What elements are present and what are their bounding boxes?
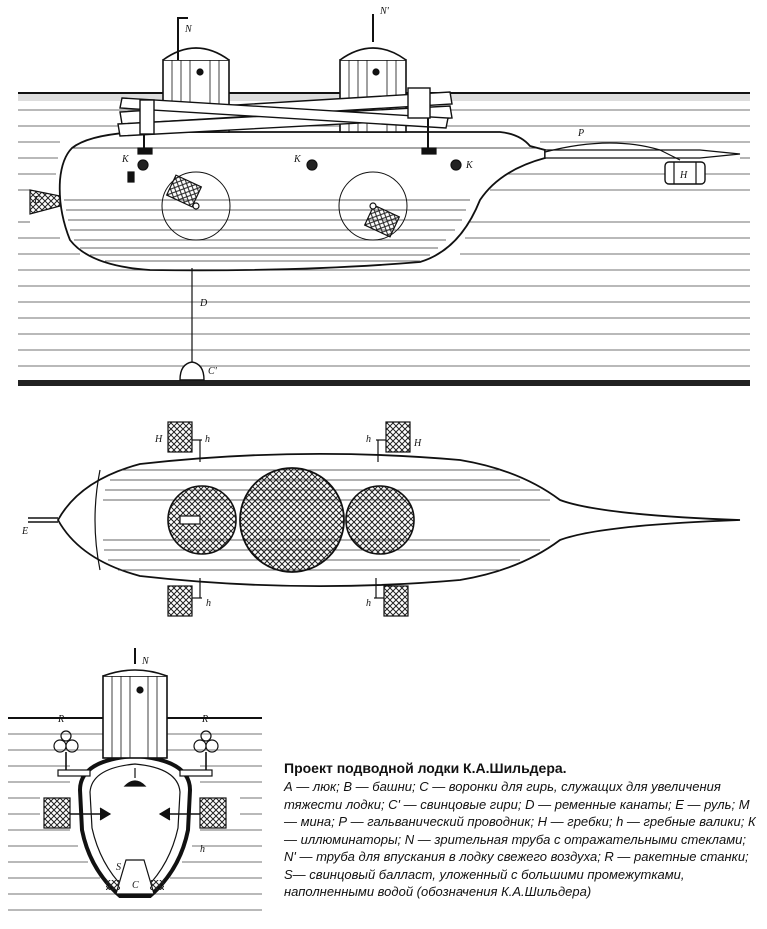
oar-circle-left xyxy=(161,171,231,241)
funnel-circle-right xyxy=(345,485,415,555)
hull-side xyxy=(58,131,546,272)
porthole-icon xyxy=(306,159,318,171)
side-view-labels: N N' K K K P H E D C' xyxy=(33,6,688,377)
seabed xyxy=(18,380,750,386)
lead-weight xyxy=(179,361,205,381)
label-K: K xyxy=(121,154,130,165)
label-H: H xyxy=(413,438,422,449)
label-D: D xyxy=(199,298,208,309)
label-P: P xyxy=(577,128,584,139)
cross-section-labels: N R R h S C xyxy=(57,656,208,891)
oar-circle-right xyxy=(338,171,408,241)
spar xyxy=(544,149,741,159)
label-C-prime: C' xyxy=(208,366,218,377)
label-E: E xyxy=(33,195,40,206)
label-h: h xyxy=(206,598,211,609)
label-C: C xyxy=(132,880,139,891)
rocket-stand-left xyxy=(53,730,79,770)
label-K: K xyxy=(293,154,302,165)
label-H: H xyxy=(679,170,688,181)
label-H: H xyxy=(154,434,163,445)
label-S: S xyxy=(116,862,121,873)
label-N: N xyxy=(141,656,150,667)
oar-paddle-bl xyxy=(167,578,202,617)
top-view-labels: H h h H E h h xyxy=(21,434,422,609)
oar-paddle-tr xyxy=(376,421,411,462)
label-N-prime: N' xyxy=(379,6,390,17)
rocket-racks xyxy=(117,87,453,137)
mine xyxy=(664,161,706,185)
porthole-icon xyxy=(137,159,149,171)
oar-paddle-br xyxy=(374,578,409,617)
oar-paddle-tl xyxy=(167,421,202,462)
side-view xyxy=(18,14,750,386)
tower-section xyxy=(102,675,168,759)
hull-section-outer xyxy=(77,753,193,898)
label-R: R xyxy=(201,714,208,725)
label-h: h xyxy=(366,434,371,445)
top-view xyxy=(28,421,741,617)
cross-section xyxy=(8,648,262,911)
porthole-icon xyxy=(450,159,462,171)
label-R: R xyxy=(57,714,64,725)
label-E: E xyxy=(21,526,28,537)
caption: Проект подводной лодки К.А.Шильдера. А —… xyxy=(284,760,760,901)
rudder xyxy=(29,189,61,215)
caption-text: А — люк; В — башни; С — воронки для гирь… xyxy=(284,779,756,899)
label-h: h xyxy=(366,598,371,609)
label-N: N xyxy=(184,24,193,35)
caption-title: Проект подводной лодки К.А.Шильдера. xyxy=(284,760,567,776)
rocket-stand-right xyxy=(193,730,219,770)
label-h: h xyxy=(205,434,210,445)
funnel-circle-left xyxy=(167,485,237,555)
tower-circle-center xyxy=(239,467,345,573)
label-h: h xyxy=(200,844,205,855)
label-K: K xyxy=(465,160,474,171)
hull-section-inner xyxy=(89,763,181,889)
